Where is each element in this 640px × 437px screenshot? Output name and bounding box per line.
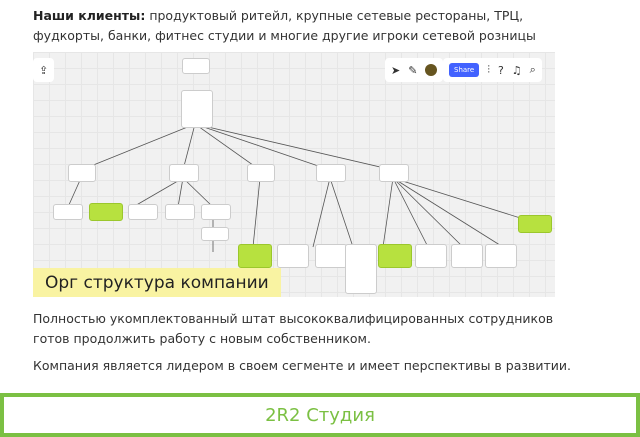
avatar[interactable] [425, 64, 438, 76]
org-node[interactable] [247, 164, 275, 182]
bell-icon[interactable]: ♫ [511, 63, 522, 77]
org-node[interactable] [169, 164, 199, 182]
upload-icon[interactable]: ⇪ [39, 63, 49, 77]
org-connectors [67, 123, 534, 252]
org-node-highlighted[interactable] [89, 203, 123, 221]
org-node[interactable] [485, 244, 517, 268]
search-icon[interactable]: ⌕ [529, 63, 536, 76]
settings-icon[interactable]: ⫶ [487, 63, 490, 76]
org-node[interactable] [451, 244, 483, 268]
org-node[interactable] [53, 204, 83, 220]
staff-paragraph: Полностью укомплектованный штат высококв… [33, 311, 554, 346]
left-toolbar: ⇪ [33, 58, 55, 82]
right-toolbar: Share ⫶? ♫ ⌕ [443, 58, 542, 82]
org-node-highlighted[interactable] [518, 215, 552, 233]
org-node[interactable] [201, 204, 231, 220]
org-node[interactable] [68, 164, 96, 182]
org-chart-board: ⇪ ➤✎ Share ⫶?♫⌕ Орг структура компании [33, 52, 555, 297]
org-chart-caption: Орг структура компании [33, 268, 281, 297]
clients-label: Наши клиенты: [33, 8, 146, 23]
org-node-highlighted[interactable] [378, 244, 412, 268]
org-node[interactable] [316, 164, 346, 182]
celebrate-icon[interactable]: ✎ [408, 63, 418, 77]
org-node[interactable] [182, 58, 210, 74]
org-node[interactable] [277, 244, 309, 268]
org-node[interactable] [415, 244, 447, 268]
help-icon[interactable]: ? [497, 63, 504, 77]
org-node[interactable] [128, 204, 158, 220]
leader-paragraph: Компания является лидером в своем сегмен… [33, 358, 571, 373]
org-node[interactable] [165, 204, 195, 220]
studio-footer[interactable]: 2R2 Студия [0, 393, 640, 437]
org-node[interactable] [201, 227, 229, 241]
collab-toolbar: ➤✎ [385, 58, 444, 82]
cursor-icon[interactable]: ➤ [391, 63, 401, 77]
studio-label: 2R2 Студия [265, 404, 375, 426]
org-node-highlighted[interactable] [238, 244, 272, 268]
clients-text: продуктовый ритейл, крупные сетевые рест… [33, 8, 536, 43]
org-node[interactable] [181, 90, 213, 128]
clients-paragraph: Наши клиенты: продуктовый ритейл, крупны… [33, 6, 593, 46]
share-button[interactable]: Share [449, 63, 480, 77]
org-node[interactable] [379, 164, 409, 182]
org-node[interactable] [315, 244, 347, 268]
org-node[interactable] [345, 244, 377, 294]
